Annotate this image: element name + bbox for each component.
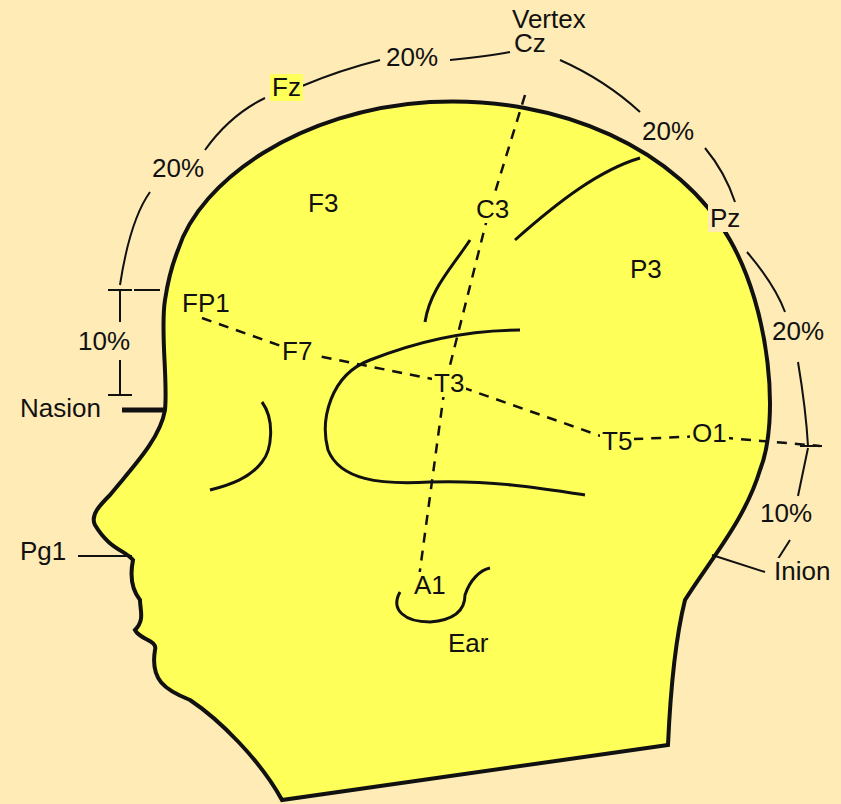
diagram-label: A1 (412, 572, 448, 599)
measure-arcs (78, 52, 822, 572)
diagram-label: Cz (512, 30, 548, 57)
diagram-label: 20% (770, 318, 826, 345)
diagram-label: Fz (270, 74, 303, 101)
diagram-label: Pg1 (18, 538, 68, 565)
head-outline (94, 101, 770, 800)
diagram-label: Pz (708, 205, 742, 232)
diagram-label: T3 (432, 370, 466, 397)
diagram-label: 20% (640, 118, 696, 145)
diagram-label: T5 (600, 428, 634, 455)
diagram-label: 20% (150, 155, 206, 182)
diagram-label: 10% (758, 500, 814, 527)
diagram-label: P3 (628, 256, 664, 283)
electrode-lines (185, 95, 820, 585)
nasion-marker (122, 408, 165, 413)
diagram-label: FP1 (180, 290, 232, 317)
diagram-label: Inion (772, 558, 832, 585)
diagram-label: C3 (474, 196, 511, 223)
diagram-label: F7 (280, 338, 314, 365)
brain-sulci (210, 158, 640, 622)
diagram-label: 20% (384, 44, 440, 71)
diagram-label: Nasion (18, 395, 103, 422)
diagram-label: F3 (306, 190, 340, 217)
diagram-label: O1 (690, 420, 729, 447)
diagram-label: Ear (446, 630, 490, 657)
diagram-label: 10% (76, 328, 132, 355)
